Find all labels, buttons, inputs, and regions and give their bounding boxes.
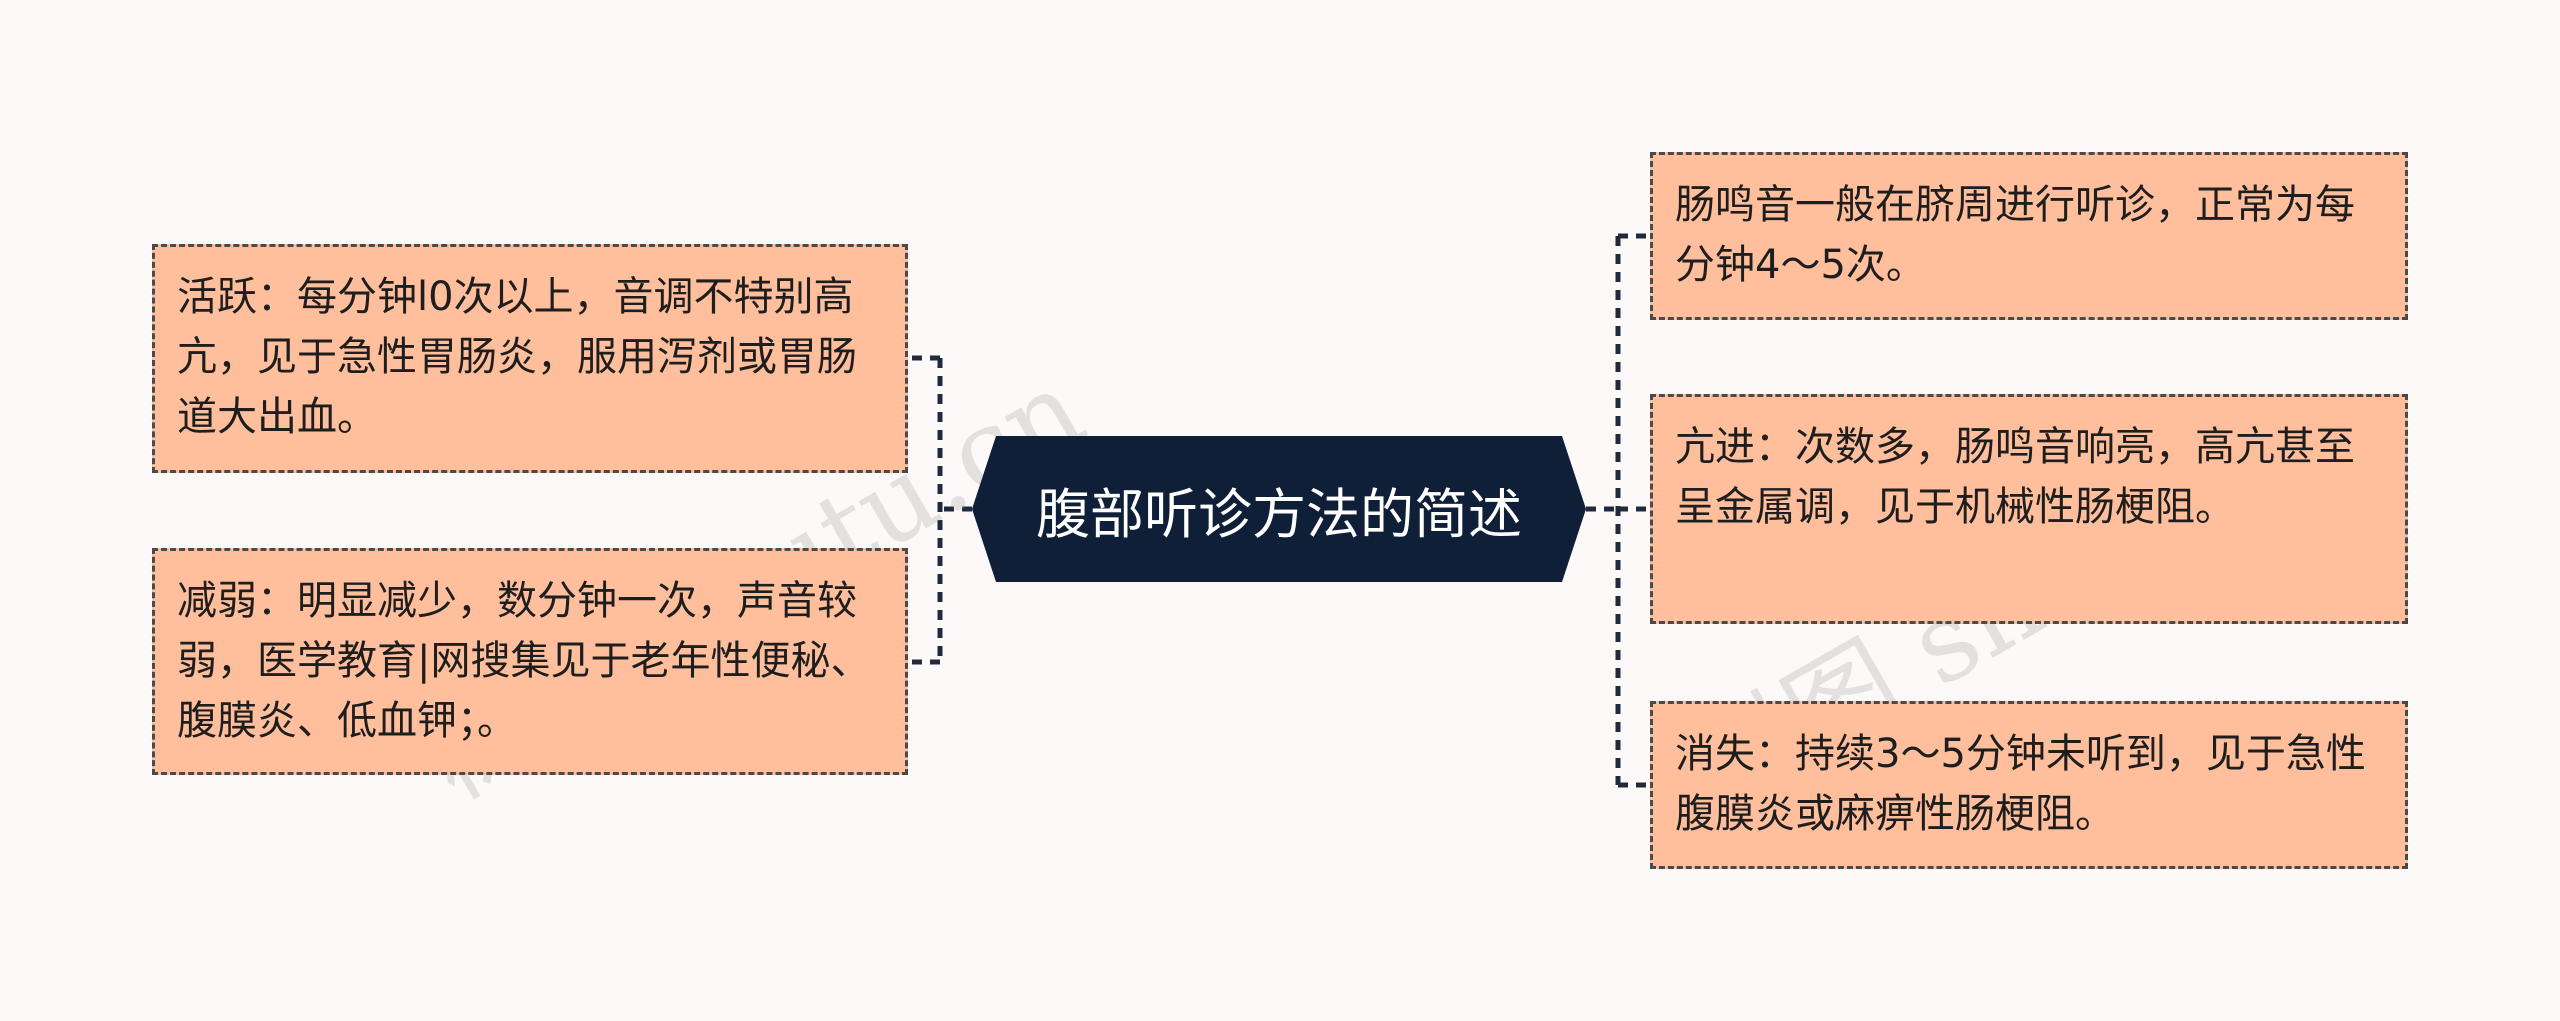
node-weakened-bowel-sounds[interactable]: 减弱：明显减少，数分钟一次，声音较弱，医学教育|网搜集见于老年性便秘、腹膜炎、低… <box>152 548 908 775</box>
node-active-bowel-sounds[interactable]: 活跃：每分钟l0次以上，音调不特别高亢，见于急性胃肠炎，服用泻剂或胃肠道大出血。 <box>152 244 908 473</box>
node-hyperactive-bowel-sounds[interactable]: 亢进：次数多，肠鸣音响亮，高亢甚至呈金属调，见于机械性肠梗阻。 <box>1650 394 2408 624</box>
center-topic-label: 腹部听诊方法的简述 <box>1036 482 1522 546</box>
center-topic-node[interactable]: 腹部听诊方法的简述 <box>972 436 1586 582</box>
node-absent-bowel-sounds[interactable]: 消失：持续3～5分钟未听到，见于急性腹膜炎或麻痹性肠梗阻。 <box>1650 701 2408 869</box>
node-auscultation-location[interactable]: 肠鸣音一般在脐周进行听诊，正常为每分钟4～5次。 <box>1650 152 2408 320</box>
